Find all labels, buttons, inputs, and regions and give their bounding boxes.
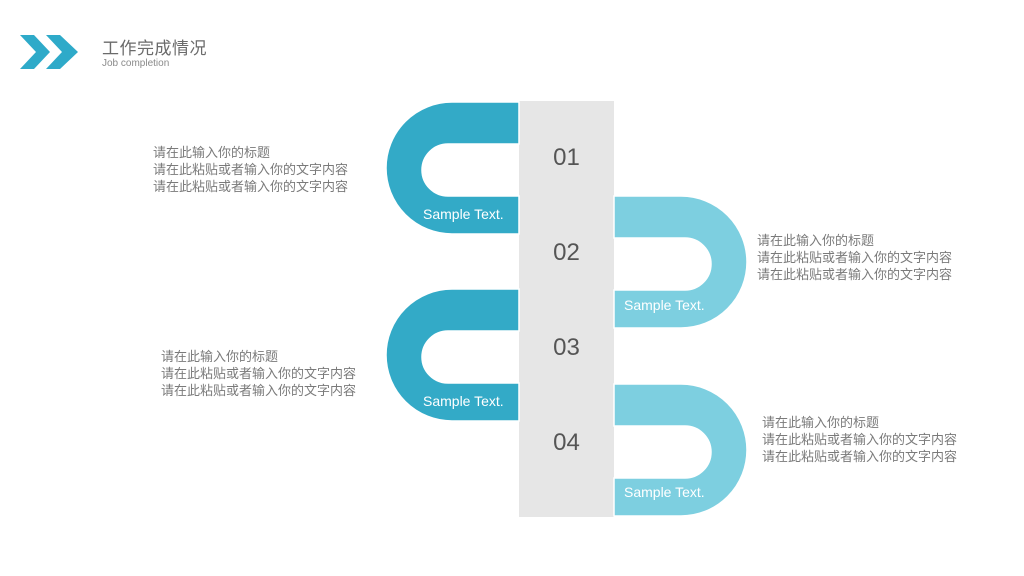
step-3-hook-shape	[385, 288, 520, 422]
step-1-shape-label: Sample Text.	[423, 206, 504, 222]
step-4-line-1: 请在此粘贴或者输入你的文字内容	[762, 433, 958, 448]
step-3-shape-label: Sample Text.	[423, 393, 504, 409]
step-3-line-1: 请在此粘贴或者输入你的文字内容	[161, 367, 357, 382]
step-2-hook-shape	[613, 195, 748, 329]
step-1-line-1: 请在此粘贴或者输入你的文字内容	[153, 163, 349, 178]
center-column	[519, 101, 614, 517]
step-3-title: 请在此输入你的标题	[161, 350, 279, 365]
double-chevron-right-icon	[20, 35, 78, 69]
step-2-line-2: 请在此粘贴或者输入你的文字内容	[757, 268, 953, 283]
step-1-title: 请在此输入你的标题	[153, 146, 271, 161]
step-2-title: 请在此输入你的标题	[757, 234, 875, 249]
step-4-textblock: 请在此输入你的标题 请在此粘贴或者输入你的文字内容 请在此粘贴或者输入你的文字内…	[762, 415, 957, 466]
step-1-hook-shape	[385, 101, 520, 235]
step-1-hook-path	[385, 101, 520, 235]
step-2-hook-path	[613, 195, 748, 329]
step-3-line-2: 请在此粘贴或者输入你的文字内容	[161, 384, 357, 399]
step-1-textblock: 请在此输入你的标题 请在此粘贴或者输入你的文字内容 请在此粘贴或者输入你的文字内…	[153, 145, 348, 196]
step-4-title: 请在此输入你的标题	[762, 416, 880, 431]
page-title: 工作完成情况	[102, 39, 207, 59]
step-3-number: 03	[553, 334, 580, 361]
step-4-line-2: 请在此粘贴或者输入你的文字内容	[762, 450, 958, 465]
step-3-textblock: 请在此输入你的标题 请在此粘贴或者输入你的文字内容 请在此粘贴或者输入你的文字内…	[161, 349, 356, 400]
step-2-line-1: 请在此粘贴或者输入你的文字内容	[757, 251, 953, 266]
page-subtitle: Job completion	[102, 58, 170, 69]
step-4-number: 04	[553, 429, 580, 456]
step-4-shape-label: Sample Text.	[624, 484, 705, 500]
step-4-hook-path	[613, 383, 748, 517]
step-2-shape-label: Sample Text.	[624, 297, 705, 313]
step-2-textblock: 请在此输入你的标题 请在此粘贴或者输入你的文字内容 请在此粘贴或者输入你的文字内…	[757, 233, 952, 284]
step-4-hook-shape	[613, 383, 748, 517]
step-3-hook-path	[385, 288, 520, 422]
step-2-number: 02	[553, 239, 580, 266]
step-1-line-2: 请在此粘贴或者输入你的文字内容	[153, 180, 349, 195]
step-1-number: 01	[553, 144, 580, 171]
